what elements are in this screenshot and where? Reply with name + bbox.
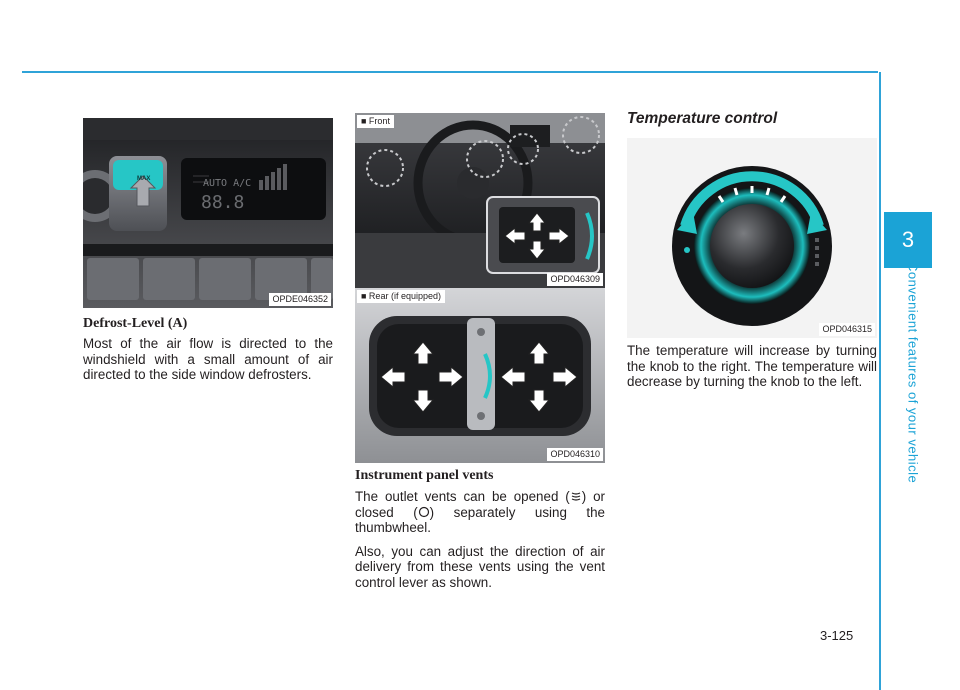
rear-vents-illustration — [355, 288, 605, 463]
vent-closed-icon — [418, 506, 429, 517]
figure-code: OPD046315 — [819, 323, 875, 336]
figure-code: OPD046309 — [547, 273, 603, 286]
chapter-title: Convenient features of your vehicle — [905, 262, 921, 484]
front-tag: ■ Front — [357, 115, 394, 128]
temperature-knob-illustration — [672, 166, 832, 326]
display-mode-text: AUTO A/C — [203, 178, 252, 189]
rear-vents-figure: ■ Rear (if equipped) OPD046310 — [355, 288, 605, 463]
temperature-body: The temperature will increase by turning… — [627, 343, 877, 389]
vent-open-icon — [571, 492, 581, 501]
vents-p1-c: ) separately using the thumbwheel. — [355, 504, 606, 536]
defrost-body: Most of the air flow is directed to the … — [83, 336, 333, 382]
vents-p1-b: ) or closed ( — [355, 489, 605, 520]
front-vents-illustration — [355, 113, 605, 288]
vents-body: The outlet vents can be opened () or clo… — [355, 489, 605, 598]
vents-paragraph-1: The outlet vents can be opened () or clo… — [355, 489, 605, 536]
defrost-heading: Defrost-Level (A) — [83, 316, 188, 331]
chapter-number: 3 — [884, 212, 932, 268]
vents-heading: Instrument panel vents — [355, 468, 494, 483]
figure-code: OPDE046352 — [269, 293, 331, 306]
defrost-figure: AUTO A/C 88.8 MAX OPDE046352 — [83, 118, 333, 308]
top-rule — [22, 71, 878, 73]
figure-code: OPD046310 — [547, 448, 603, 461]
page-number: 3-125 — [820, 628, 854, 643]
temperature-knob-figure: OPD046315 — [627, 138, 877, 338]
front-vents-figure: ■ Front OPD046309 — [355, 113, 605, 288]
display-temp-text: 88.8 — [201, 192, 245, 213]
rear-tag: ■ Rear (if equipped) — [357, 290, 445, 303]
max-label: MAX — [137, 176, 151, 182]
vents-paragraph-2: Also, you can adjust the direction of ai… — [355, 543, 605, 590]
temperature-heading: Temperature control — [627, 110, 778, 127]
defrost-panel-illustration — [83, 118, 333, 308]
vents-p1-a: The outlet vents can be opened ( — [355, 489, 570, 504]
side-rule — [879, 72, 881, 690]
